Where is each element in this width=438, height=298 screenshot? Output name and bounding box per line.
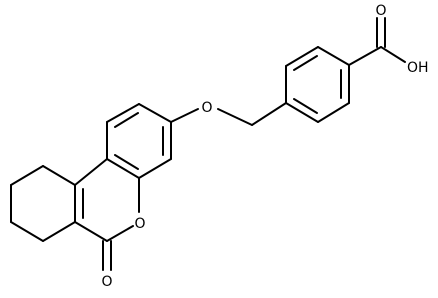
hydroxyl-label: OH <box>407 60 429 76</box>
acid-carbonyl-oxygen-label: O <box>375 3 386 19</box>
ring-oxygen-label: O <box>134 216 145 232</box>
chromenone-benzene-ring <box>106 103 172 179</box>
carboxylic-acid-group: O OH <box>348 3 429 76</box>
cyclohexene-ring <box>10 165 76 242</box>
ether-oxygen-label: O <box>201 100 212 116</box>
lactone-ring: O O <box>74 158 146 290</box>
benzyl-ether-linker: O <box>170 100 287 126</box>
lactone-carbonyl-oxygen-label: O <box>101 274 112 290</box>
benzoic-acid-ring <box>285 46 350 123</box>
